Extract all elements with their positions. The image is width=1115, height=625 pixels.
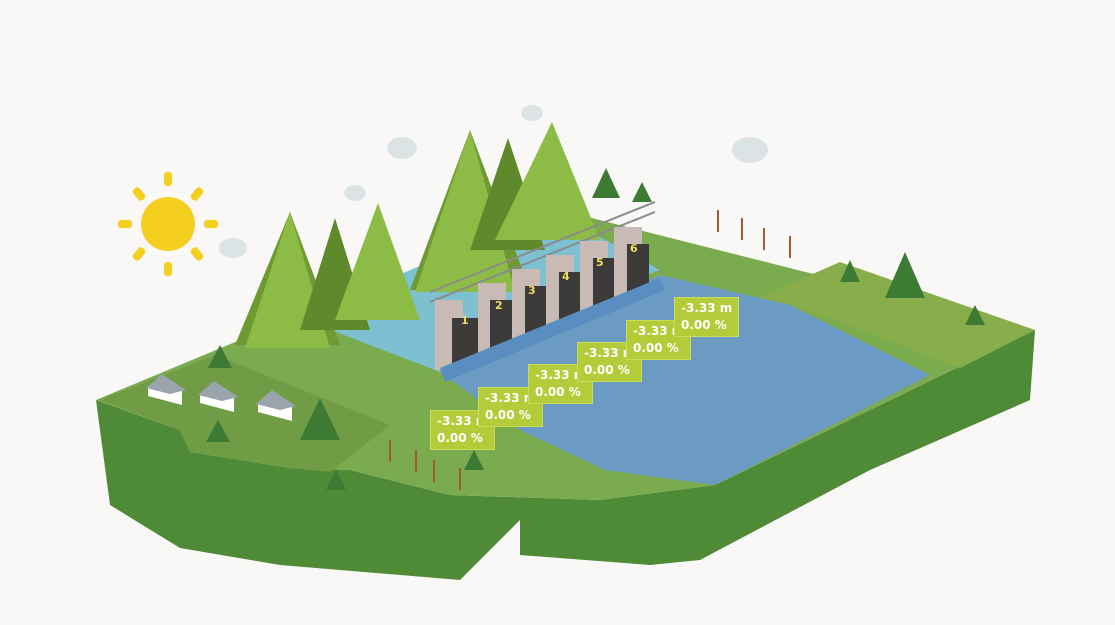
gate-level-value: -3.33 m — [485, 391, 537, 405]
gate-readout-3[interactable]: -3.33 m 0.00 % — [528, 364, 594, 404]
gate-opening-value: 0.00 % — [535, 385, 581, 399]
gate-level-value: -3.33 m — [535, 368, 587, 382]
svg-text:5: 5 — [596, 256, 604, 269]
dam-base — [440, 278, 665, 382]
fence — [389, 210, 791, 490]
gate-level-value: -3.33 m — [681, 301, 733, 315]
cloud-icon — [219, 105, 768, 258]
gate-6: 6 — [614, 227, 649, 297]
svg-text:4: 4 — [562, 270, 570, 283]
gate-5: 5 — [580, 241, 615, 311]
gate-opening-value: 0.00 % — [633, 341, 679, 355]
gate-level-value: -3.33 m — [437, 414, 489, 428]
svg-text:1: 1 — [461, 314, 469, 327]
svg-text:6: 6 — [630, 242, 638, 255]
gate-level-value: -3.33 m — [633, 324, 685, 338]
gate-readout-4[interactable]: -3.33 m 0.00 % — [577, 342, 643, 382]
gate-4: 4 — [546, 255, 581, 325]
gate-opening-value: 0.00 % — [437, 431, 483, 445]
gate-readout-5[interactable]: -3.33 m 0.00 % — [626, 320, 692, 360]
sun-icon — [118, 172, 218, 276]
mountain-range — [235, 122, 600, 348]
island-side-wall — [96, 330, 1035, 580]
svg-text:3: 3 — [528, 284, 536, 297]
gate-level-value: -3.33 m — [584, 346, 636, 360]
gate-3: 3 — [512, 269, 547, 339]
gate-opening-value: 0.00 % — [681, 318, 727, 332]
tree-icon — [206, 168, 985, 490]
gate-opening-value: 0.00 % — [485, 408, 531, 422]
svg-text:2: 2 — [495, 299, 503, 312]
gate-readout-6[interactable]: -3.33 m 0.00 % — [674, 297, 740, 337]
right-plateau — [758, 262, 1035, 368]
gate-2: 2 — [478, 283, 512, 353]
gate-opening-value: 0.00 % — [584, 363, 630, 377]
house-icon — [146, 374, 296, 421]
